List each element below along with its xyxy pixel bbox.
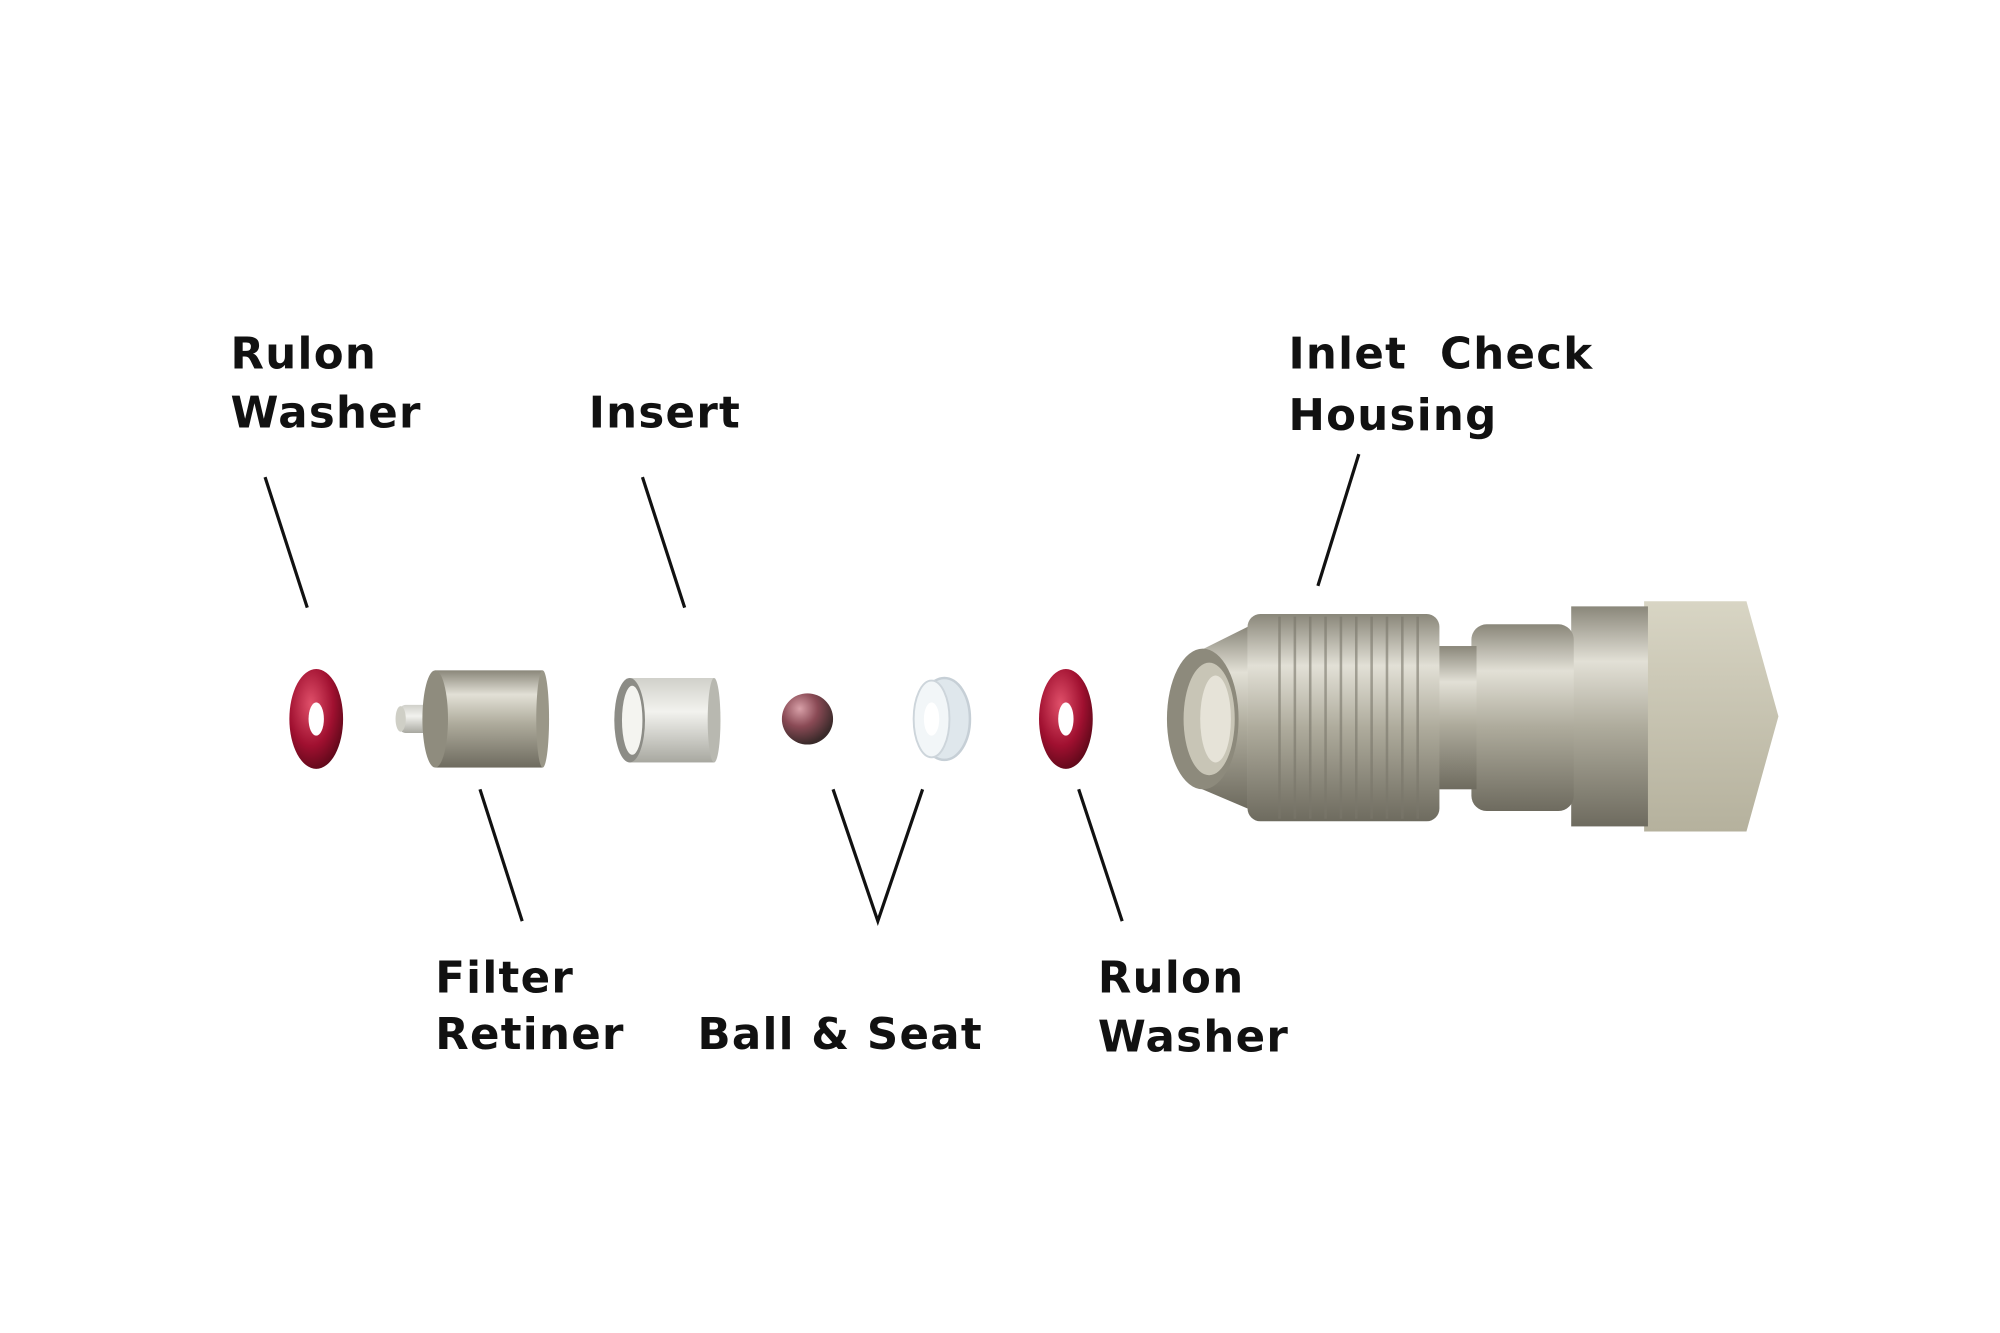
leader-insert bbox=[640, 476, 687, 609]
label-insert: Insert bbox=[589, 388, 741, 438]
leader-inlet-check-housing bbox=[1316, 453, 1361, 587]
seat-part bbox=[912, 676, 972, 762]
leader-rulon-washer-right bbox=[1077, 788, 1124, 922]
ball-part bbox=[781, 693, 834, 745]
label-ball-and-seat: Ball & Seat bbox=[697, 1010, 983, 1060]
leader-filter-retainer bbox=[478, 788, 524, 922]
label-inlet-check-housing: Inlet Check Housing bbox=[0, 0, 1675, 441]
insert-part bbox=[614, 678, 721, 763]
inlet-check-housing-part bbox=[1166, 601, 1779, 832]
label-rulon-washer-right: Rulon Washer bbox=[1098, 954, 1289, 1063]
rulon-washer-left-part bbox=[289, 669, 344, 769]
leader-ball-and-seat bbox=[831, 788, 925, 927]
label-filter-retainer: Filter Retiner bbox=[435, 954, 625, 1060]
label-rulon-washer-left: Rulon Washer bbox=[231, 329, 422, 438]
leader-rulon-washer-left bbox=[263, 476, 309, 609]
rulon-washer-right-part bbox=[1039, 669, 1093, 769]
filter-retainer-part bbox=[395, 670, 550, 768]
